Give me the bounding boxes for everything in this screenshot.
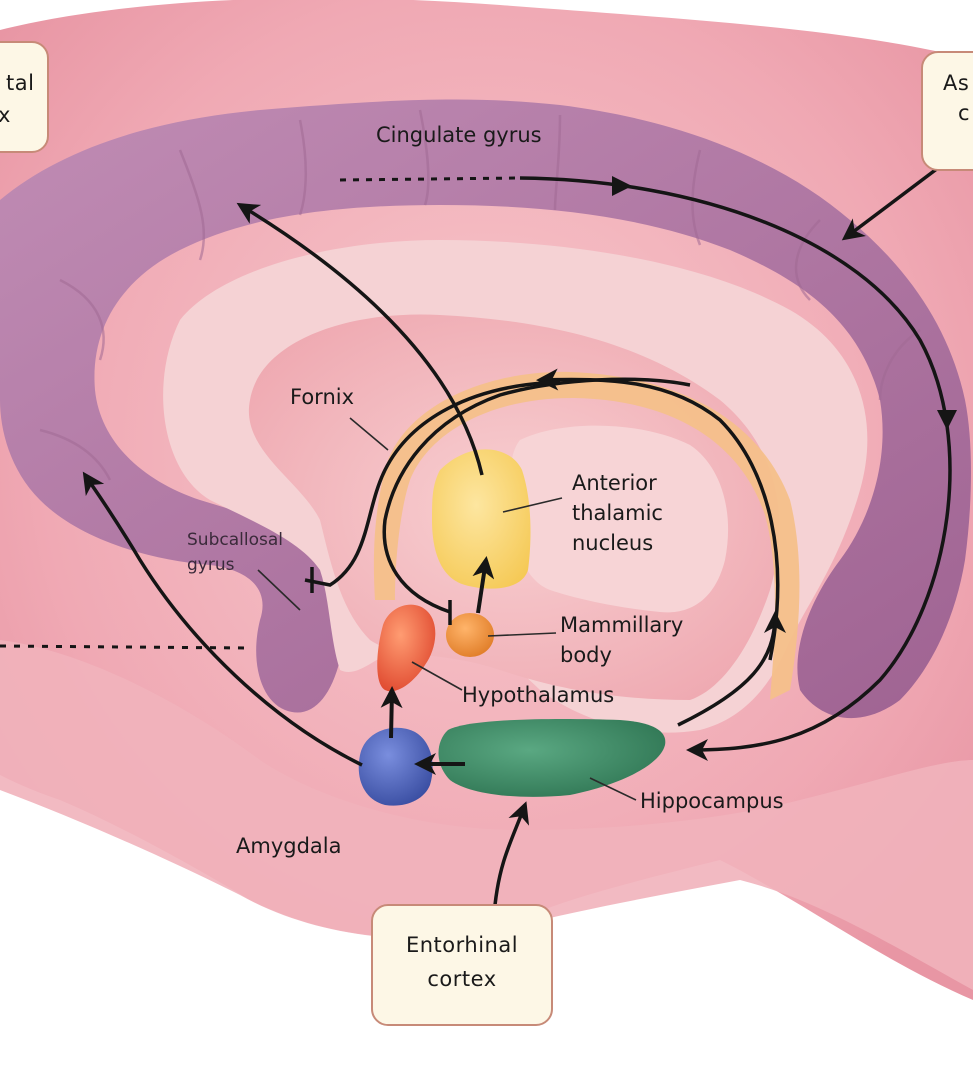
fornix-label: Fornix [290,385,354,409]
hypothalamus-label: Hypothalamus [462,683,614,707]
entorhinal-box-line2: cortex [427,967,496,991]
mammillary-body-structure [446,613,494,657]
association-box-line2: c [958,101,970,125]
cingulate-to-hippocampus-arrow [519,176,952,761]
mammillary-to-thalamus-arrow [472,556,495,614]
mammillary-label-line1: Mammillary [560,613,683,637]
association-box [921,51,973,171]
entorhinal-box [371,904,553,1026]
fornix-outer-arc [304,380,561,587]
anterior-thalamic-label-line2: thalamic [572,501,663,525]
association-cortex-arrow [841,166,940,241]
cingulate-gyrus-label: Cingulate gyrus [376,123,542,147]
anterior-thalamic-label-line3: nucleus [572,531,653,555]
association-box-line1: As [943,71,969,95]
cingulate-dotted-line [339,176,521,182]
mammillary-label-line2: body [560,643,612,667]
anterior-thalamic-nucleus [432,449,531,589]
cingulate-right-arrowhead [937,410,957,430]
thalamus-window [510,425,729,613]
fornix-inner-arc [382,377,691,614]
amygdala-to-hypothalamus-arrow [380,686,403,739]
amygdala-to-prefrontal-arrow [82,471,363,767]
amygdala-label: Amygdala [236,834,341,858]
amygdala-structure [358,727,433,806]
prefrontal-box-line2: x [0,103,11,127]
prefrontal-box [0,41,49,153]
leader-lines [257,417,637,801]
subcallosal-label-line2: gyrus [187,555,235,575]
entorhinal-to-hippocampus-arrow [493,801,530,906]
prefrontal-box-line1: tal [6,71,34,95]
anterior-thalamic-label-line1: Anterior [572,471,657,495]
subcallosal-label-line1: Subcallosal [187,530,283,550]
cingulate-mid-arrowhead [612,176,632,196]
hippocampus-label: Hippocampus [640,789,784,813]
hippocampus-structure [438,719,666,797]
entorhinal-box-line1: Entorhinal [406,933,518,957]
cingulate-gyrus-region [0,99,971,719]
thalamus-to-cingulate-arrow [236,202,484,476]
cingulate-gyrus-folds [39,109,921,481]
subcallosal-terminal [310,567,452,625]
hypothalamus-structure [377,604,436,692]
